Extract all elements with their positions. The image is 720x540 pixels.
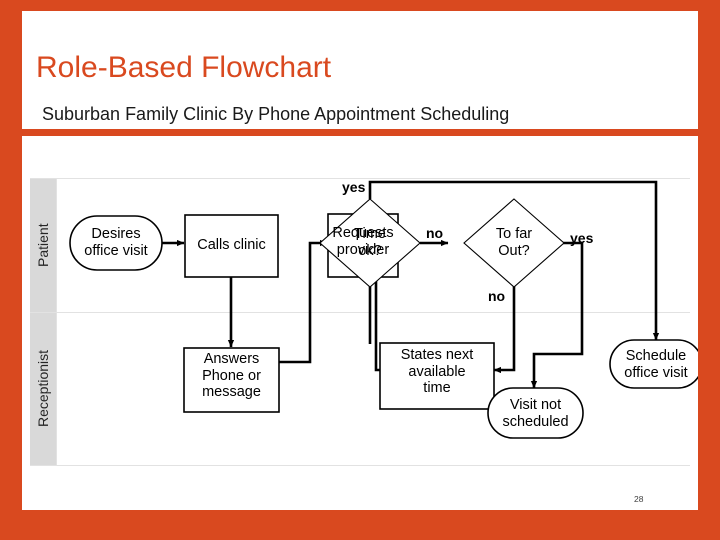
page-subtitle: Suburban Family Clinic By Phone Appointm… <box>42 104 510 124</box>
edge-timeok-yes-to-schedule <box>368 180 660 341</box>
node-schedule-visit <box>609 339 698 389</box>
edge-answers-to-requests <box>278 239 328 364</box>
node-answers-phone <box>183 347 280 413</box>
edge-tofarout-no-to-statesnext <box>493 285 516 374</box>
swimlane-label-divider <box>56 178 57 466</box>
swimlane-label-column <box>30 178 56 466</box>
edge-label-no-bottom: no <box>488 288 506 304</box>
node-calls-clinic <box>184 214 279 278</box>
edge-label-yes-right: yes <box>570 230 594 246</box>
swimlane-divider <box>30 312 690 313</box>
node-visit-not-scheduled <box>487 387 584 439</box>
flowchart-canvas <box>69 180 698 439</box>
body-panel: Patient Receptionist <box>22 136 698 510</box>
node-desires <box>69 215 163 271</box>
page-number: 28 <box>634 494 644 504</box>
node-states-next <box>379 342 495 410</box>
page-title: Role-Based Flowchart <box>36 51 332 84</box>
swimlane-frame: Patient Receptionist <box>30 178 690 466</box>
swimlane-bottom-border <box>30 465 690 466</box>
node-to-far-out <box>463 198 565 288</box>
edge-label-yes-top: yes <box>342 179 366 195</box>
edge-tofarout-yes-to-visitnot <box>530 241 584 389</box>
header-panel: Role-Based Flowchart Suburban Family Cli… <box>22 11 698 129</box>
swimlane-top-border <box>30 178 690 179</box>
node-time-ok <box>319 198 421 288</box>
edge-label-no-mid: no <box>426 225 444 241</box>
